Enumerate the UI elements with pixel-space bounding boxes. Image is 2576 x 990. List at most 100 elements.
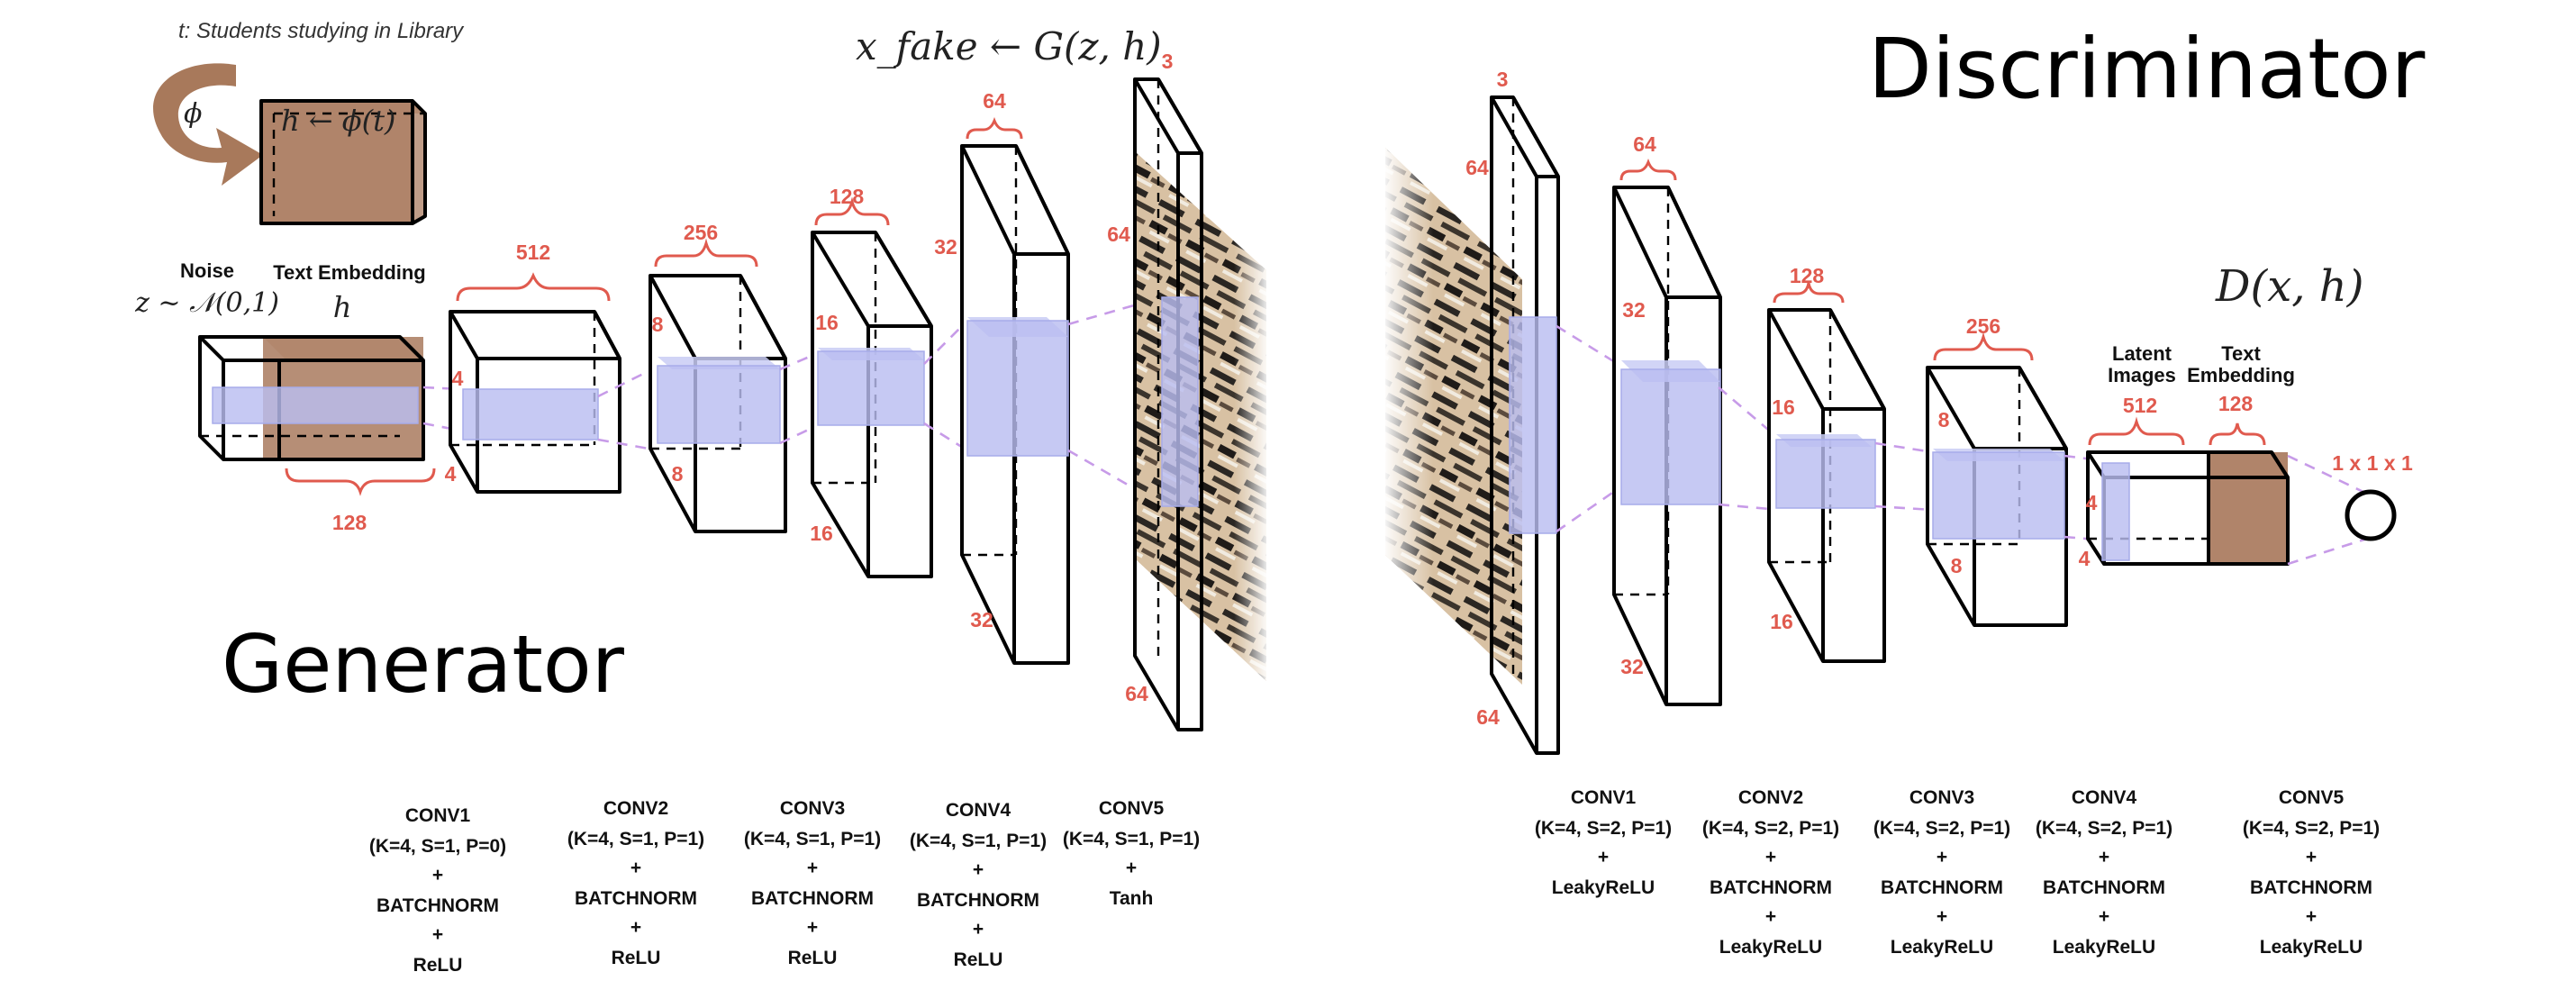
- discriminator-output-node: [2345, 489, 2397, 541]
- svg-text:BATCHNORM: BATCHNORM: [2043, 877, 2165, 898]
- embed-width-label: 128: [332, 511, 367, 534]
- g-c4-bottom-dim: 32: [970, 608, 993, 631]
- svg-text:BATCHNORM: BATCHNORM: [2250, 877, 2372, 898]
- g-c2-bottom-dim: 8: [672, 462, 684, 486]
- text-embedding-label: Text Embedding: [273, 261, 426, 284]
- g-c5-bottom-dim: 64: [1125, 682, 1148, 705]
- generator-title: Generator: [222, 618, 625, 711]
- svg-text:+: +: [2099, 906, 2109, 927]
- g-c5-top-dim: 3: [1162, 50, 1174, 73]
- g-layer-3: CONV3 (K=4, S=1, P=1) + BATCHNORM + ReLU: [744, 798, 881, 968]
- embed-width-brace: [285, 468, 436, 496]
- svg-text:CONV3: CONV3: [780, 798, 845, 819]
- generator-group: Generator x_fake ← G(z, h) Noise z ~ 𝒩(0…: [134, 24, 1266, 976]
- discriminator-feature-map-2: [1767, 308, 1886, 663]
- svg-text:+: +: [1598, 847, 1609, 867]
- svg-text:BATCHNORM: BATCHNORM: [376, 895, 499, 916]
- latent-dim: 512: [2123, 394, 2157, 417]
- svg-text:CONV4: CONV4: [946, 800, 1011, 821]
- svg-text:(K=4, S=1, P=1): (K=4, S=1, P=1): [1063, 829, 1200, 849]
- svg-text:(K=4, S=2, P=1): (K=4, S=2, P=1): [2036, 818, 2172, 839]
- d-in-left-dim: 64: [1465, 156, 1489, 179]
- discriminator-feature-map-1: [1612, 186, 1722, 706]
- discriminator-group: Discriminator D(x, h) 3 64 64: [1385, 21, 2426, 958]
- d-in-top-dim: 3: [1497, 68, 1509, 91]
- g-layer-4: CONV4 (K=4, S=1, P=1) + BATCHNORM + ReLU: [910, 800, 1047, 970]
- svg-text:LeakyReLU: LeakyReLU: [2260, 937, 2363, 958]
- svg-text:CONV1: CONV1: [1571, 787, 1637, 808]
- svg-text:CONV2: CONV2: [1738, 787, 1803, 808]
- g-c1-bottom-dim: 4: [445, 462, 457, 486]
- g-c4-top-dim: 64: [983, 89, 1006, 113]
- svg-text:CONV5: CONV5: [2279, 787, 2345, 808]
- g-c5-left-dim: 64: [1107, 223, 1130, 246]
- svg-text:(K=4, S=1, P=1): (K=4, S=1, P=1): [910, 831, 1047, 851]
- d-c2-bottom-dim: 16: [1770, 610, 1793, 633]
- svg-text:ReLU: ReLU: [413, 955, 463, 976]
- g-c1-top-dim: 512: [516, 241, 550, 264]
- g-layer-5: CONV5 (K=4, S=1, P=1) + Tanh: [1063, 798, 1200, 909]
- d-layer-3: CONV3 (K=4, S=2, P=1) + BATCHNORM + Leak…: [1873, 787, 2010, 958]
- g-c2-top-dim: 256: [684, 221, 718, 244]
- d-c1-top-dim: 64: [1633, 132, 1656, 156]
- svg-text:+: +: [2306, 906, 2317, 927]
- svg-text:LeakyReLU: LeakyReLU: [1891, 937, 1993, 958]
- svg-text:+: +: [432, 924, 443, 945]
- svg-text:(K=4, S=2, P=1): (K=4, S=2, P=1): [1702, 818, 1839, 839]
- generator-input-block: [198, 335, 425, 461]
- d-c2-top-dim: 128: [1790, 264, 1825, 287]
- svg-text:LeakyReLU: LeakyReLU: [2053, 937, 2155, 958]
- generator-output-formula: x_fake ← G(z, h): [856, 24, 1162, 68]
- generator-feature-map-4: [960, 144, 1070, 665]
- generator-feature-map-3: [811, 231, 933, 578]
- svg-text:(K=4, S=2, P=1): (K=4, S=2, P=1): [2243, 818, 2380, 839]
- svg-text:CONV1: CONV1: [405, 805, 471, 826]
- svg-text:+: +: [630, 917, 641, 938]
- svg-text:BATCHNORM: BATCHNORM: [1881, 877, 2003, 898]
- d-c1-left-dim: 32: [1622, 298, 1646, 322]
- svg-text:(K=4, S=2, P=1): (K=4, S=2, P=1): [1873, 818, 2010, 839]
- svg-text:CONV2: CONV2: [603, 798, 668, 819]
- g-c3-left-dim: 16: [815, 311, 839, 334]
- svg-text:ReLU: ReLU: [954, 949, 1003, 970]
- d-layer-4: CONV4 (K=4, S=2, P=1) + BATCHNORM + Leak…: [2036, 787, 2172, 958]
- output-size-label: 1 x 1 x 1: [2332, 451, 2413, 475]
- text-condition-caption: t: Students studying in Library: [178, 19, 465, 43]
- svg-text:+: +: [807, 858, 818, 878]
- d-c3-top-dim: 256: [1966, 314, 2000, 338]
- svg-text:+: +: [1765, 906, 1776, 927]
- d-layer-2: CONV2 (K=4, S=2, P=1) + BATCHNORM + Leak…: [1702, 787, 1839, 958]
- svg-text:BATCHNORM: BATCHNORM: [917, 890, 1039, 911]
- noise-formula: z ~ 𝒩(0,1): [134, 287, 279, 319]
- d-c4-bottom-dim: 4: [2079, 547, 2091, 570]
- svg-text:ReLU: ReLU: [788, 948, 838, 968]
- generator-layer-captions: CONV1 (K=4, S=1, P=0) + BATCHNORM + ReLU…: [369, 798, 1200, 976]
- phi-arrow-icon: [153, 63, 263, 186]
- d-c1-bottom-dim: 32: [1620, 655, 1644, 678]
- g-c3-bottom-dim: 16: [810, 522, 833, 545]
- g-layer-1: CONV1 (K=4, S=1, P=0) + BATCHNORM + ReLU: [369, 805, 506, 976]
- embedding-cube: [259, 99, 427, 225]
- generator-feature-map-1: [449, 310, 621, 494]
- discriminator-concat-block: [2086, 450, 2290, 566]
- discriminator-input-volume: [1490, 95, 1560, 755]
- g-c1-left-dim: 4: [452, 367, 464, 390]
- latent-label-line2: Images: [2108, 364, 2176, 386]
- svg-text:ReLU: ReLU: [612, 948, 661, 968]
- d-c2-left-dim: 16: [1772, 395, 1795, 419]
- d-in-bottom-dim: 64: [1476, 705, 1500, 729]
- svg-text:+: +: [2099, 847, 2109, 867]
- d-embed-dim: 128: [2218, 392, 2254, 415]
- svg-text:CONV3: CONV3: [1909, 787, 1974, 808]
- discriminator-title: Discriminator: [1868, 21, 2426, 117]
- svg-text:CONV4: CONV4: [2072, 787, 2137, 808]
- svg-text:Tanh: Tanh: [1110, 888, 1154, 909]
- phi-symbol: ϕ: [184, 98, 202, 130]
- svg-text:+: +: [1937, 906, 1947, 927]
- svg-text:+: +: [630, 858, 641, 878]
- g-c3-top-dim: 128: [830, 185, 865, 208]
- d-layer-5: CONV5 (K=4, S=2, P=1) + BATCHNORM + Leak…: [2243, 787, 2380, 958]
- svg-text:+: +: [1937, 847, 1947, 867]
- discriminator-layer-captions: CONV1 (K=4, S=2, P=1) + LeakyReLU CONV2 …: [1535, 787, 2380, 958]
